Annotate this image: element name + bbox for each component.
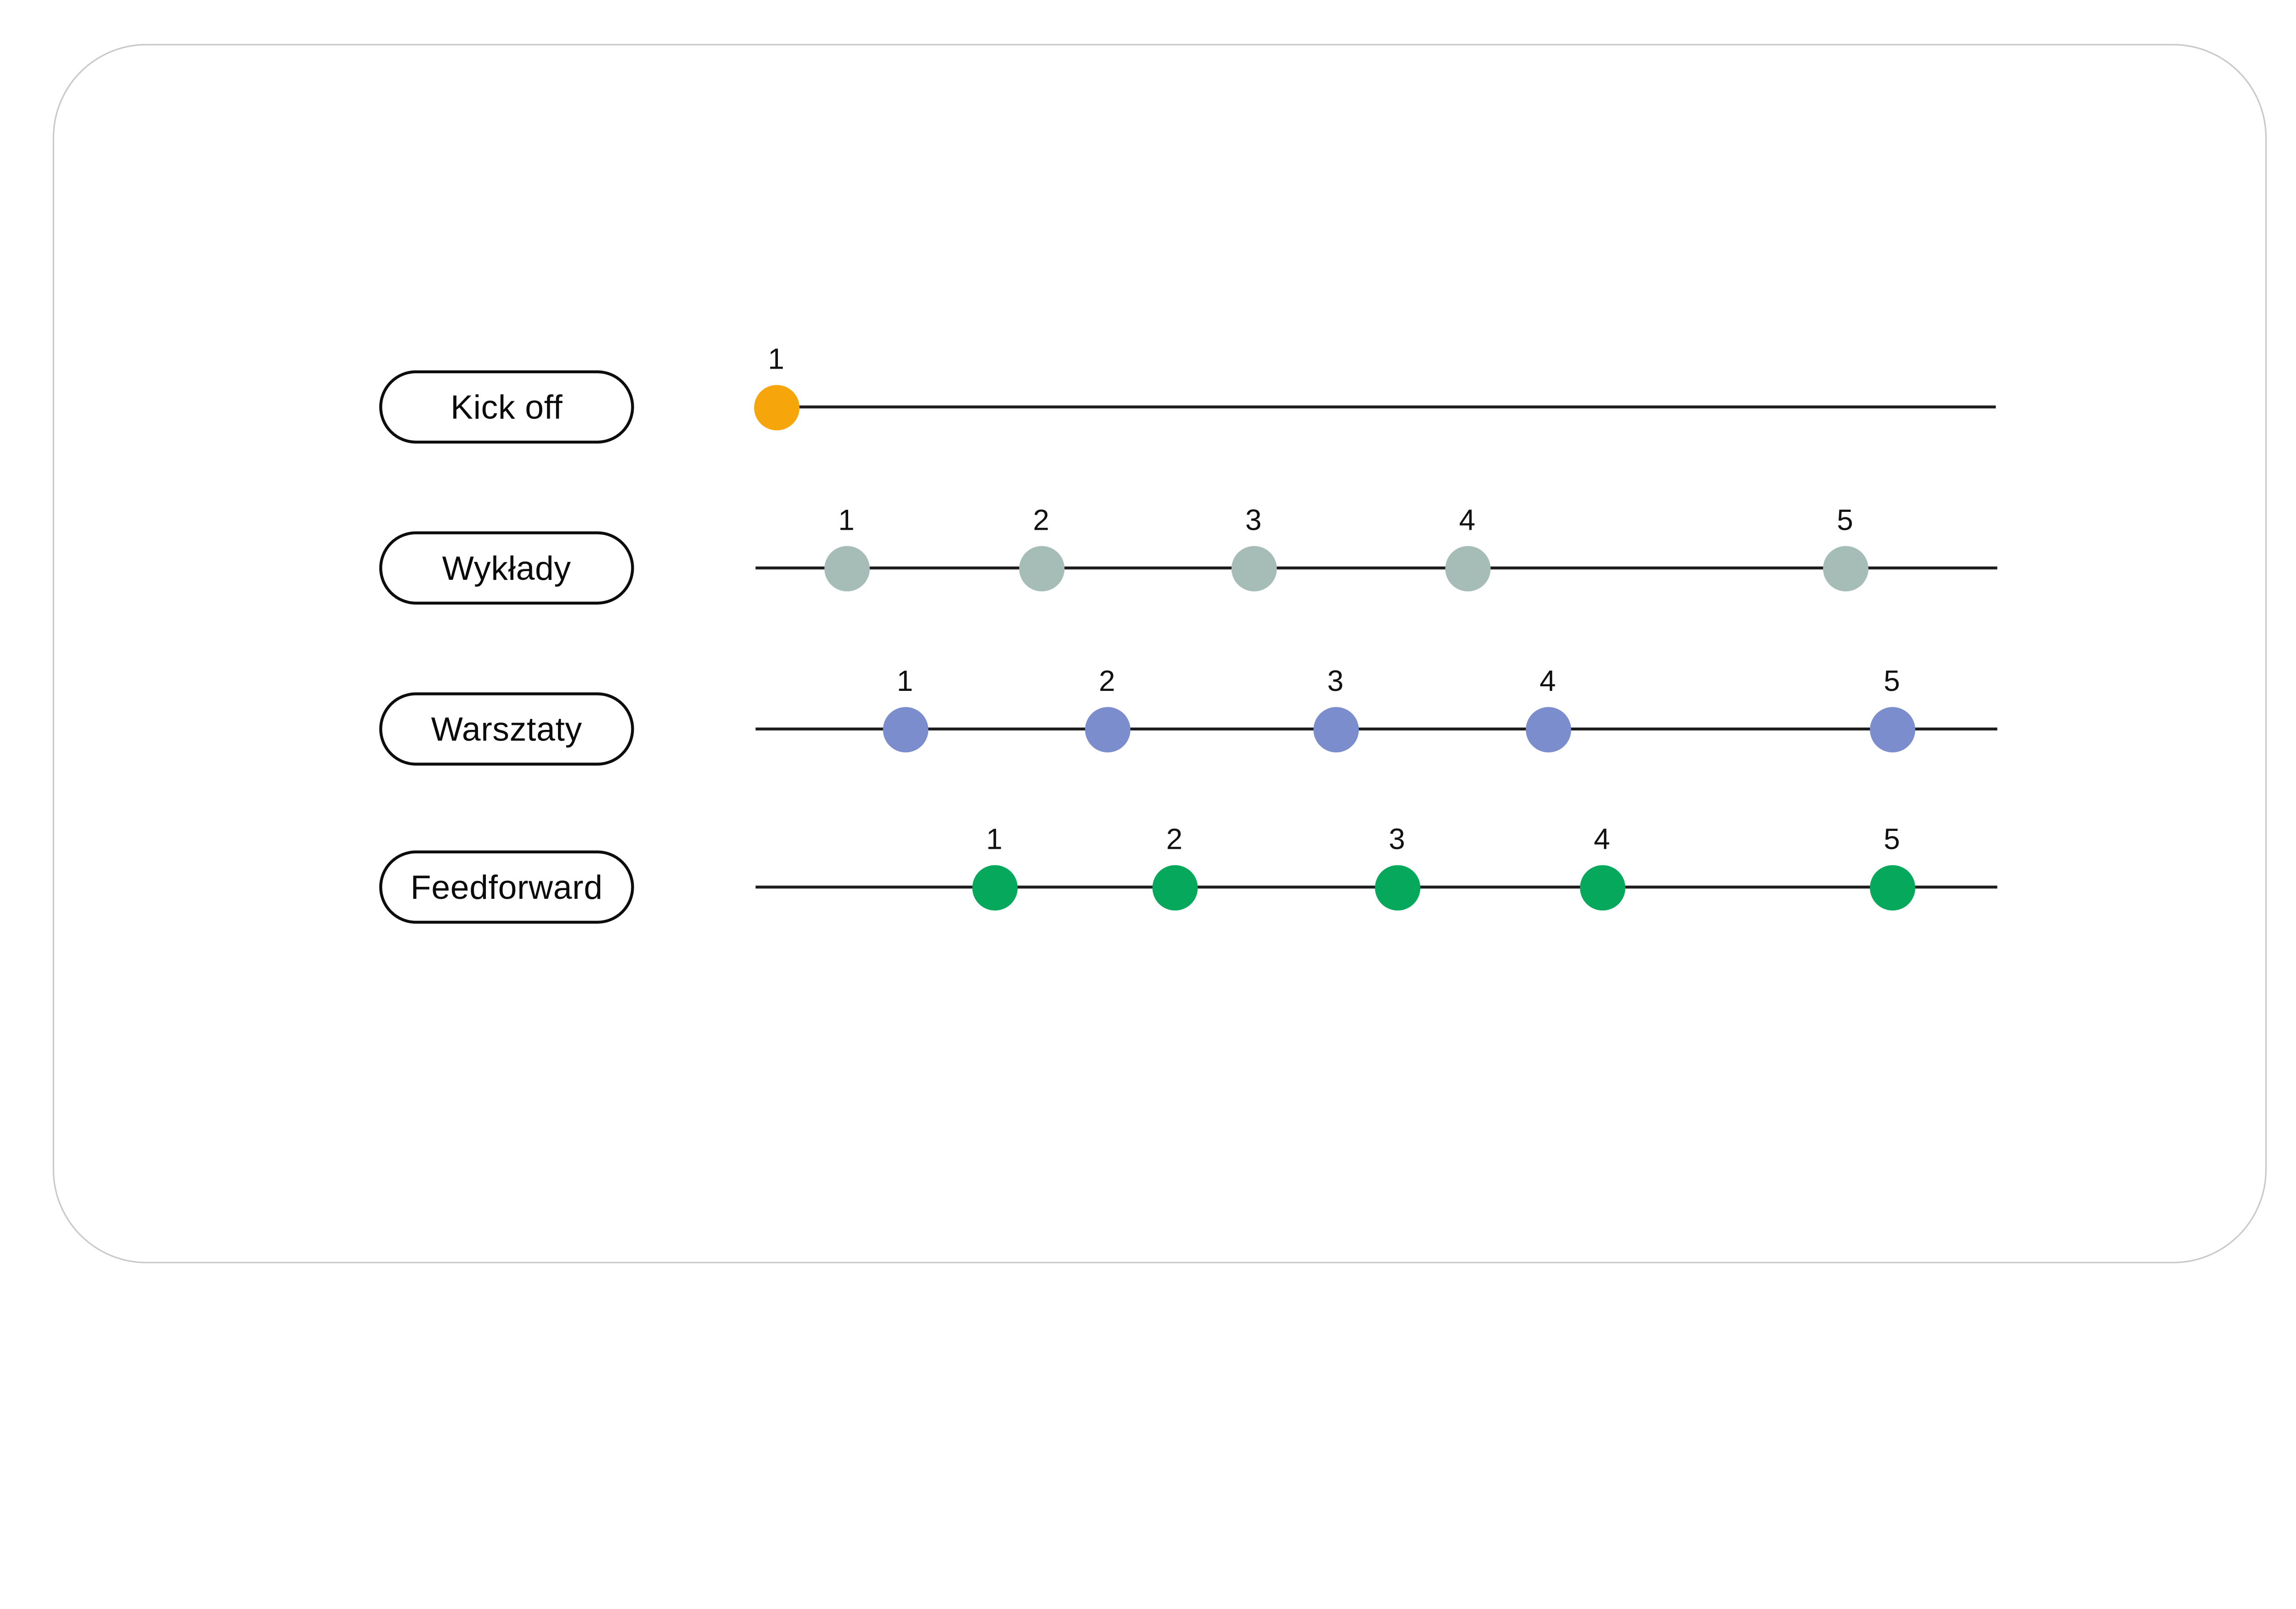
timeline-dot [1084, 706, 1130, 752]
dot-number-label: 2 [1033, 505, 1049, 538]
dot-number-label: 1 [838, 505, 855, 538]
timeline-dot [1312, 706, 1358, 752]
row-label-pill: Feedforward [379, 850, 634, 924]
dot-number-label: 3 [1327, 666, 1344, 699]
dot-number-label: 3 [1389, 824, 1405, 857]
row-label-pill: Kick off [379, 370, 634, 444]
dot-number-label: 2 [1098, 666, 1115, 699]
timeline-dot [1579, 864, 1625, 910]
dot-number-label: 1 [768, 344, 784, 376]
row-label: Kick off [450, 387, 563, 426]
dot-number-label: 5 [1837, 505, 1853, 538]
dot-number-label: 4 [1459, 505, 1475, 538]
timeline-track [755, 566, 1998, 569]
timeline-dot [823, 545, 869, 591]
timeline-dot [882, 706, 928, 752]
row-label-pill: Wykłady [379, 531, 634, 605]
timeline-dot [1018, 545, 1064, 591]
dot-number-label: 3 [1245, 505, 1262, 538]
timeline-dot [971, 864, 1017, 910]
timeline-dot [1151, 864, 1197, 910]
timeline-dot [1374, 864, 1420, 910]
timeline-dot [1869, 706, 1915, 752]
dot-number-label: 4 [1539, 666, 1556, 699]
timeline-dot [1231, 545, 1277, 591]
timeline-dot [1444, 545, 1490, 591]
timeline-dot [1525, 706, 1570, 752]
row-label: Wykłady [442, 548, 571, 587]
timeline-dot [1869, 864, 1915, 910]
timeline-track [776, 405, 1996, 409]
dot-number-label: 1 [896, 666, 913, 699]
timeline-track [755, 728, 1998, 730]
dot-number-label: 2 [1166, 824, 1183, 857]
row-label: Warsztaty [431, 709, 582, 747]
timeline-dot [1822, 545, 1868, 591]
dot-number-label: 5 [1884, 666, 1900, 699]
dot-number-label: 4 [1593, 824, 1610, 857]
dot-number-label: 1 [986, 824, 1002, 857]
timeline-dot [753, 384, 799, 430]
dot-number-label: 5 [1884, 824, 1900, 857]
row-label-pill: Warsztaty [379, 692, 634, 766]
row-label: Feedforward [410, 867, 603, 906]
